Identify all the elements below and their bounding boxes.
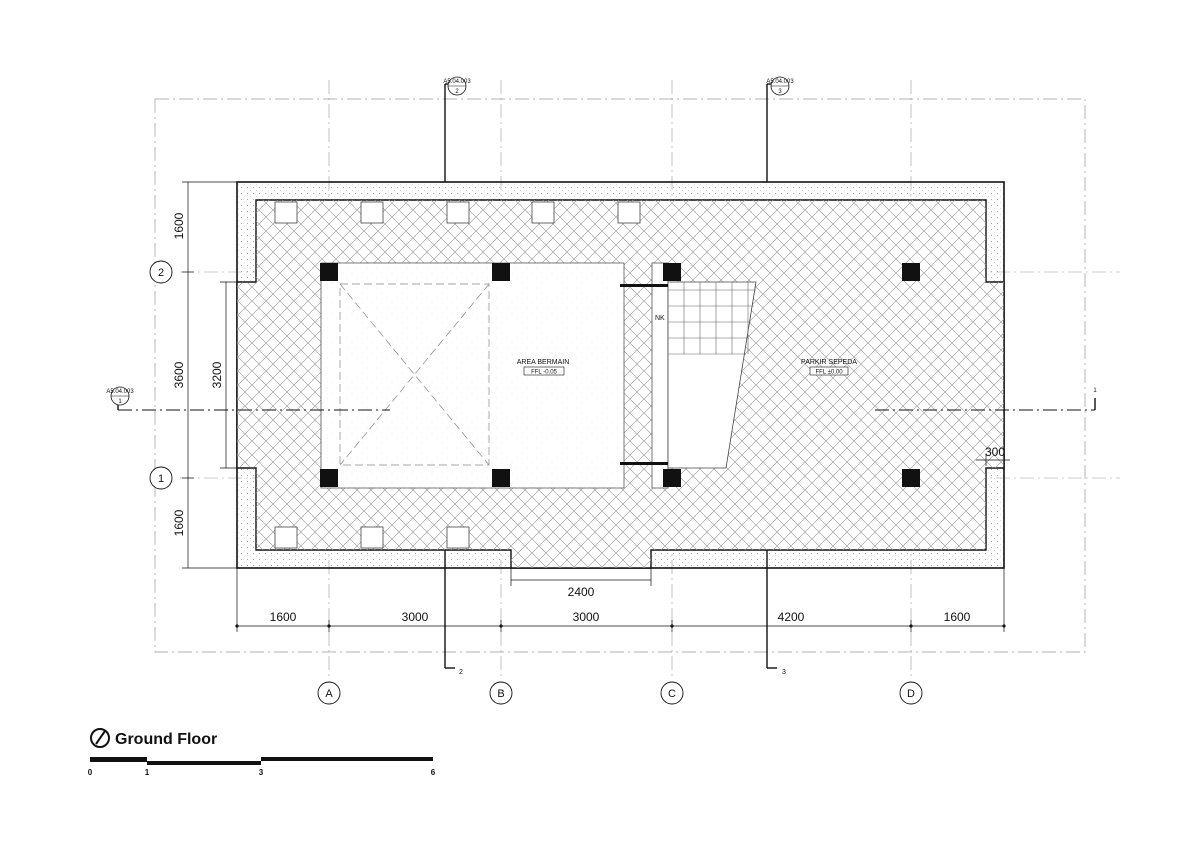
section-mark-right: 1 — [1093, 388, 1097, 394]
dim-h-1: 1600 — [270, 610, 297, 624]
dim-left-3: 1600 — [172, 509, 186, 536]
svg-text:B: B — [497, 688, 504, 700]
svg-text:2: 2 — [455, 89, 459, 95]
drawing-title: Ground Floor — [115, 731, 217, 748]
svg-text:A5.04.003: A5.04.003 — [106, 389, 134, 395]
dim-left-inner: 3200 — [210, 361, 224, 388]
dim-opening: 2400 — [568, 585, 595, 599]
play-area-void — [339, 283, 490, 466]
opening-dimension-line — [510, 568, 652, 586]
section-lines — [117, 83, 1096, 669]
grid-bubble-b: B — [489, 681, 513, 705]
scale-tick-0: 0 — [88, 768, 93, 777]
dim-h-5: 1600 — [944, 610, 971, 624]
svg-text:D: D — [907, 688, 915, 700]
bike-parking-level: FFL ±0.00 — [815, 370, 843, 376]
dim-h-3: 3000 — [573, 610, 600, 624]
grid-bubble-1: 1 — [149, 466, 173, 490]
svg-text:3: 3 — [778, 89, 782, 95]
stair — [620, 262, 757, 489]
north-arrow-icon — [90, 728, 110, 748]
bike-parking-name: PARKIR SEPEDA — [801, 359, 857, 366]
dim-wall: 300 — [985, 445, 1005, 459]
section-mark-bottom-left: 2 — [459, 669, 463, 676]
svg-text:1: 1 — [158, 473, 164, 485]
svg-text:A5.04.003: A5.04.003 — [443, 79, 471, 85]
svg-text:2: 2 — [158, 267, 164, 279]
section-mark-bottom-right: 3 — [782, 669, 786, 676]
stair-label: NK — [655, 315, 665, 322]
dim-h-2: 3000 — [402, 610, 429, 624]
grid-bubble-d: D — [899, 681, 923, 705]
section-mark-top-left: A5.04.003 2 — [443, 76, 471, 96]
play-area-level: FFL -0.05 — [531, 370, 557, 376]
section-mark-left: A5.04.003 1 — [106, 386, 134, 406]
svg-text:1: 1 — [118, 399, 122, 405]
svg-text:C: C — [668, 688, 676, 700]
left-dimension-line — [182, 181, 256, 569]
scale-bar — [90, 757, 433, 765]
horizontal-dimension-line — [236, 568, 1005, 632]
structural-columns — [320, 263, 920, 487]
section-mark-top-right: A5.04.003 3 — [766, 76, 794, 96]
dim-left-2: 3600 — [172, 361, 186, 388]
dim-left-1: 1600 — [172, 212, 186, 239]
play-area-name: AREA BERMAIN — [517, 359, 570, 366]
scale-tick-6: 6 — [431, 768, 436, 777]
svg-text:A: A — [325, 688, 333, 700]
planter-squares — [274, 201, 641, 549]
svg-text:A5.04.003: A5.04.003 — [766, 79, 794, 85]
grid-bubble-a: A — [317, 681, 341, 705]
site-boundary — [154, 98, 1086, 653]
scale-tick-1: 1 — [145, 768, 150, 777]
dim-h-4: 4200 — [778, 610, 805, 624]
scale-tick-3: 3 — [259, 768, 264, 777]
grid-bubble-2: 2 — [149, 260, 173, 284]
wall-dimension-line — [976, 454, 1010, 466]
grid-bubble-c: C — [660, 681, 684, 705]
